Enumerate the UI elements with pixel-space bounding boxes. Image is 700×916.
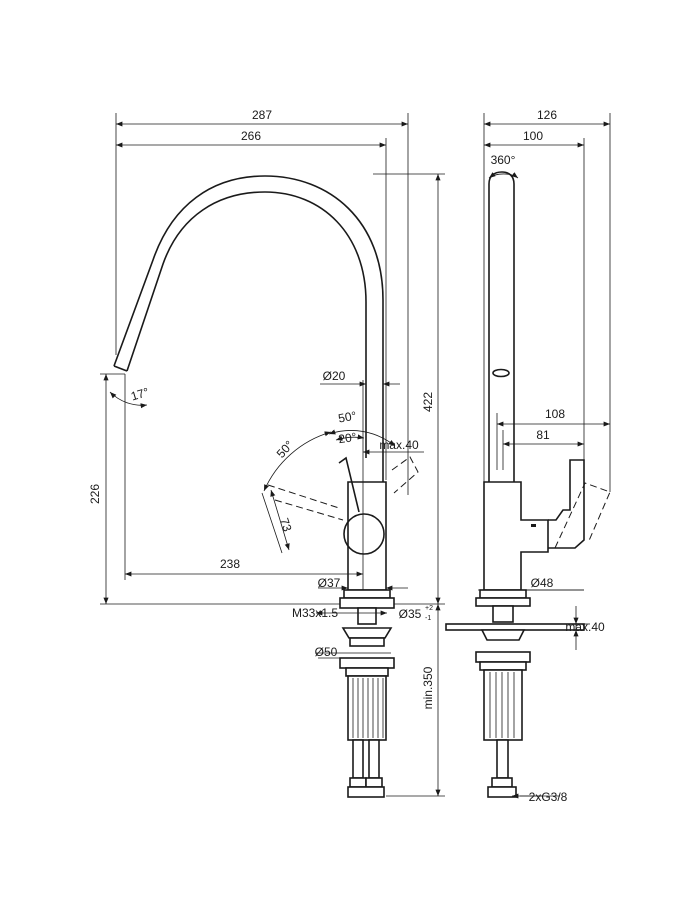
label-thread: M33x1.5 <box>292 606 338 620</box>
faucet-spout <box>113 175 384 482</box>
label-lever-clearance: max.40 <box>379 438 419 452</box>
side-spout-pipe <box>488 171 515 482</box>
label-spout-depth: 100 <box>523 129 543 143</box>
front-extension-lines <box>100 113 445 797</box>
label-washer-diameter: Ø50 <box>315 645 338 659</box>
label-spout-reach: 266 <box>241 129 261 143</box>
label-hole-tolerance-upper: +2 <box>425 605 433 612</box>
label-overall-depth: 126 <box>537 108 557 122</box>
side-dimension-labels: 126 100 360° 108 81 Ø48 max.40 2xG3/8 <box>491 108 605 804</box>
front-view: 287 266 422 226 17° Ø20 50° 50° 20° max.… <box>88 108 445 798</box>
front-dimension-lines <box>103 121 441 796</box>
label-deck-thickness: max.40 <box>565 620 605 634</box>
front-mounting-hardware <box>339 607 395 798</box>
side-view: 126 100 360° 108 81 Ø48 max.40 2xG3/8 <box>445 108 611 804</box>
label-rotation: 360° <box>491 153 516 167</box>
label-shank-length: min.350 <box>421 666 435 709</box>
side-dimension-lines <box>478 121 610 799</box>
label-hole-tolerance-lower: -1 <box>425 615 431 622</box>
label-connection: 2xG3/8 <box>529 790 568 804</box>
side-mounting-hardware <box>445 605 585 798</box>
label-overall-height: 422 <box>421 392 435 412</box>
label-lever-angle-lower: 50° <box>274 438 297 461</box>
side-body <box>475 459 611 607</box>
label-base-diameter: Ø48 <box>531 576 554 590</box>
label-lever-angle-small: 20° <box>337 430 357 446</box>
faucet-body <box>339 481 395 609</box>
label-lever-reach: 108 <box>545 407 565 421</box>
front-dimension-labels: 287 266 422 226 17° Ø20 50° 50° 20° max.… <box>88 108 435 709</box>
label-body-diameter: Ø37 <box>318 576 341 590</box>
faucet-lever <box>267 456 419 555</box>
label-lever-depth: 81 <box>536 428 550 442</box>
label-spout-height: 226 <box>88 484 102 504</box>
label-hole-diameter: Ø35 <box>399 607 422 621</box>
label-pipe-diameter: Ø20 <box>323 369 346 383</box>
label-lever-length: 73 <box>277 516 295 533</box>
label-overall-width: 287 <box>252 108 272 122</box>
label-spout-tilt-angle: 17° <box>129 385 151 404</box>
label-spout-to-axis: 238 <box>220 557 240 571</box>
label-lever-angle-upper: 50° <box>337 409 358 426</box>
